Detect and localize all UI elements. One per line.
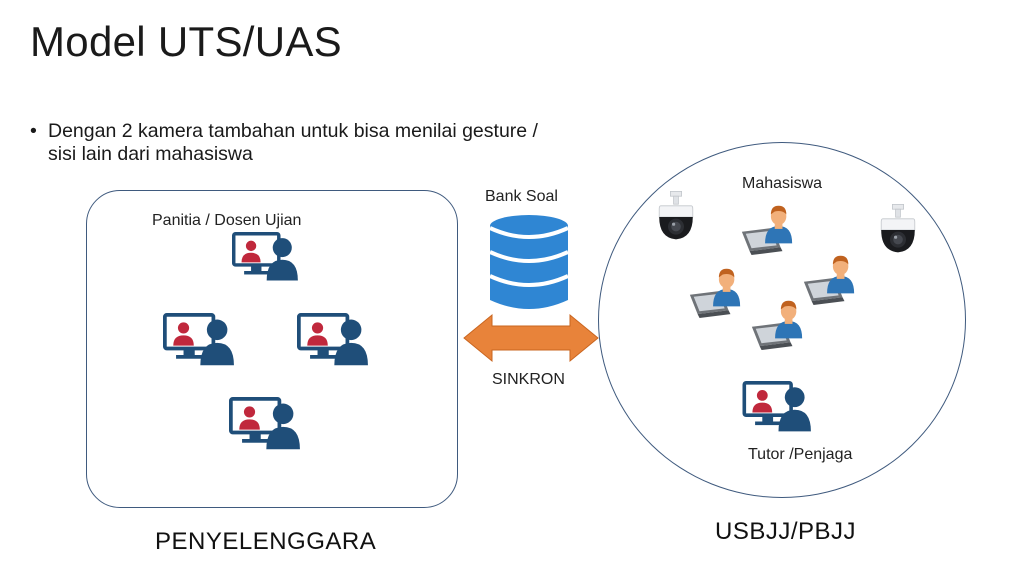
organizer-caption: PENYELENGGARA [155, 528, 377, 555]
video-call-icon [231, 232, 300, 283]
bank-soal-label: Bank Soal [485, 188, 558, 205]
sinkron-label: SINKRON [492, 371, 565, 388]
slide-title: Model UTS/UAS [30, 18, 342, 65]
organizer-group-frame [86, 190, 458, 508]
database-icon [489, 215, 569, 309]
cctv-camera-icon [658, 190, 694, 240]
exam-site-group-frame [598, 142, 966, 498]
video-call-icon [162, 313, 236, 368]
video-call-icon [742, 381, 813, 434]
student-laptop-icon [689, 268, 741, 318]
student-laptop-icon [741, 205, 793, 255]
video-call-icon [228, 397, 302, 452]
organizer-heading: Panitia / Dosen Ujian [152, 212, 302, 229]
students-label: Mahasiswa [742, 175, 823, 192]
student-laptop-icon [751, 300, 803, 350]
student-laptop-icon [803, 255, 855, 305]
tutor-label: Tutor /Penjaga [748, 446, 853, 463]
site-caption: USBJJ/PBJJ [715, 518, 857, 545]
video-call-icon [296, 313, 370, 368]
bullet-dot-icon: • [30, 120, 37, 142]
cctv-camera-icon [880, 203, 916, 253]
double-arrow-icon [463, 313, 599, 363]
bullet-text: Dengan 2 kamera tambahan untuk bisa meni… [48, 120, 538, 165]
